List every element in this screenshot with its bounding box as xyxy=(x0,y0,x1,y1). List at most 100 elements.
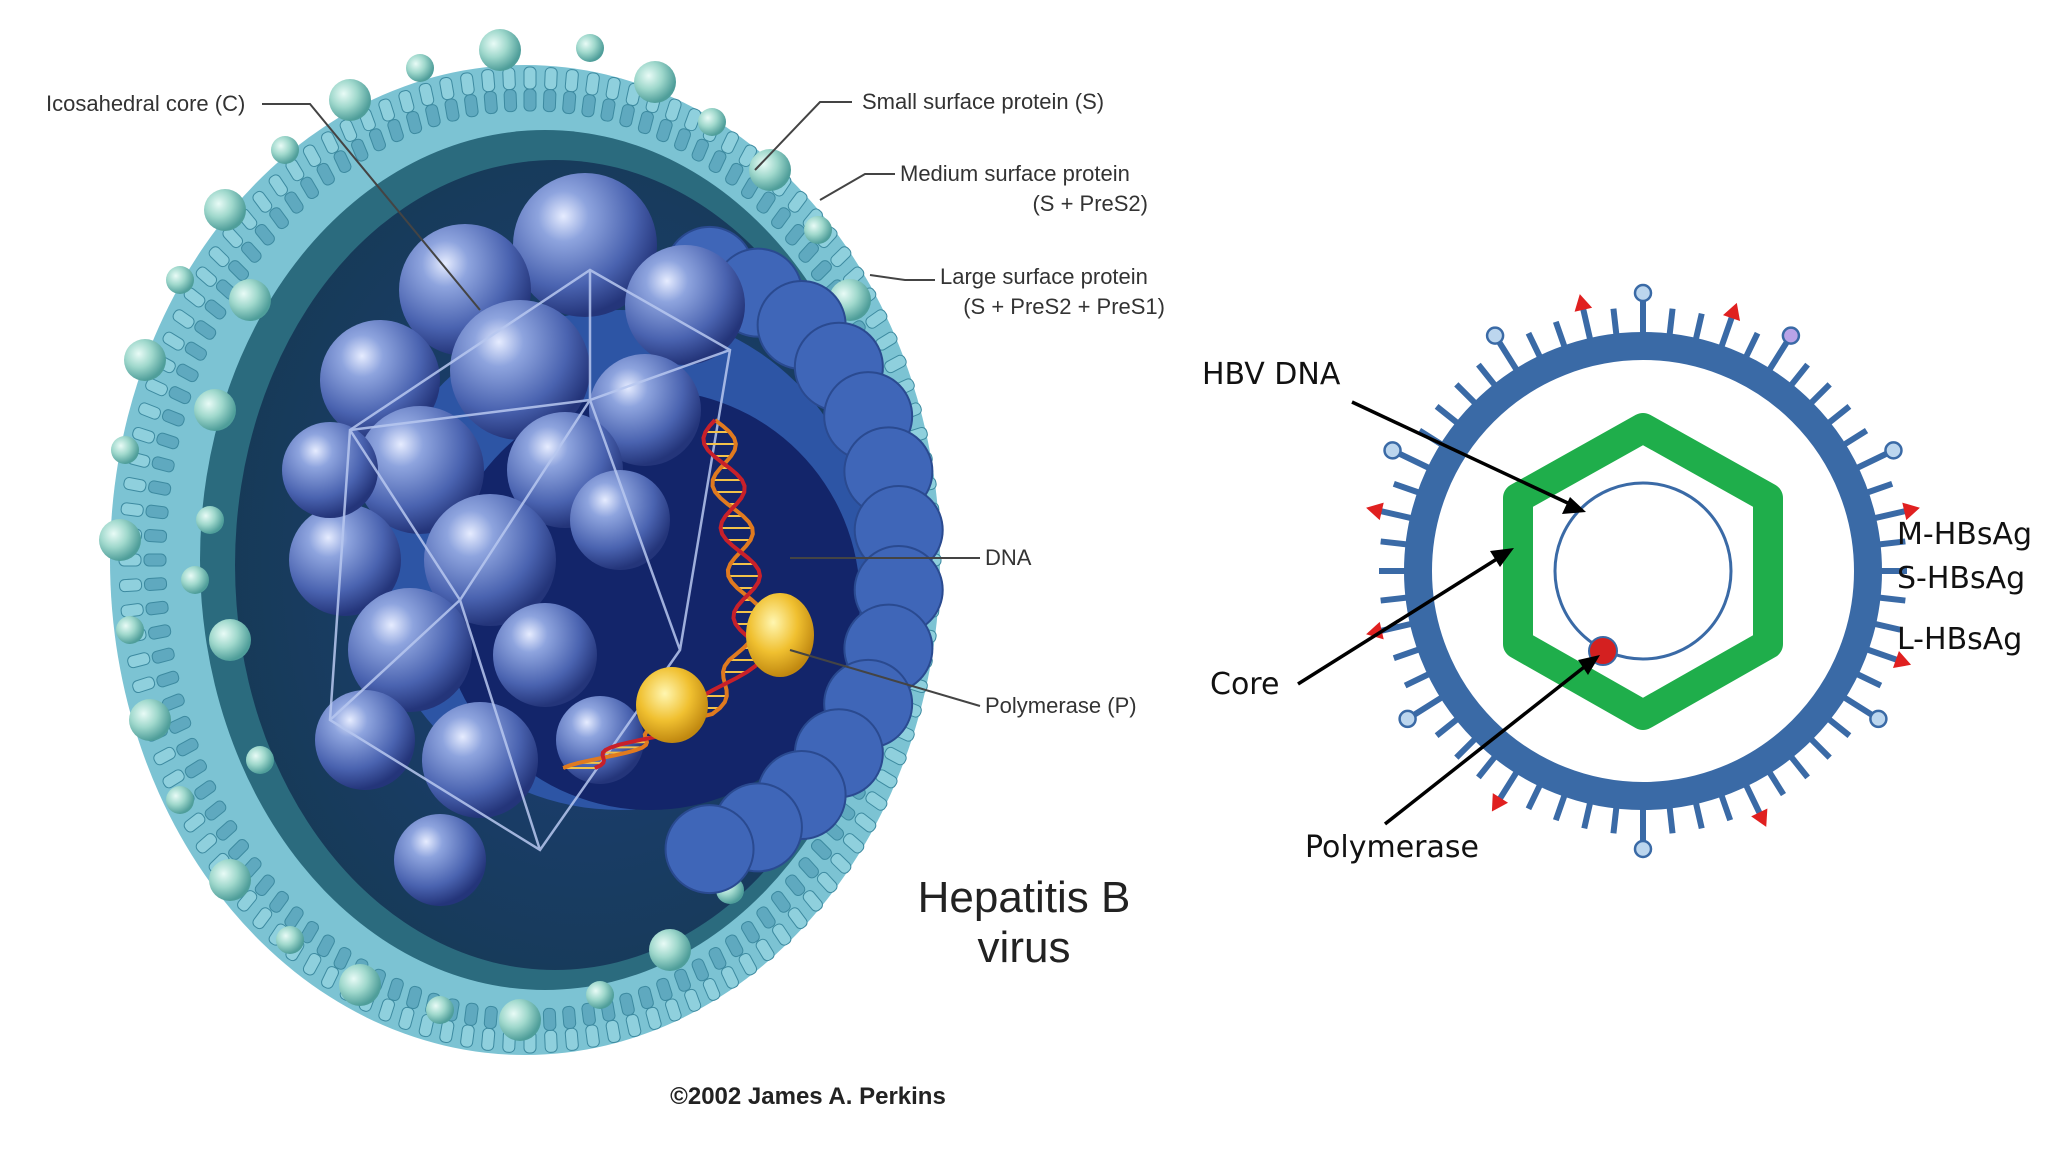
envelope-stud xyxy=(143,577,168,591)
surface-antigen-spikes xyxy=(1366,283,1920,859)
label-l-hbsag: L-HBsAg xyxy=(1897,622,2022,657)
surface-spike xyxy=(1743,784,1764,818)
schematic-core-hexagon xyxy=(1503,413,1783,730)
envelope-stud xyxy=(756,906,776,929)
envelope-stud xyxy=(176,363,199,383)
envelope-stud xyxy=(787,907,808,930)
envelope-stud xyxy=(151,647,175,664)
envelope-stud xyxy=(368,128,386,152)
envelope-stud xyxy=(562,90,577,115)
envelope-stud xyxy=(127,652,151,669)
envelope-stud xyxy=(802,890,823,912)
l-hbsag-triangle xyxy=(1723,302,1741,322)
leader-polymerase xyxy=(789,649,981,707)
envelope-stud xyxy=(151,456,175,473)
surface-protein-knob xyxy=(194,389,236,431)
surface-spike xyxy=(1789,362,1810,387)
l-hbsag-triangle xyxy=(1574,294,1593,312)
surface-spike xyxy=(1743,331,1761,358)
surface-protein-knob xyxy=(204,189,246,231)
surface-spike xyxy=(1879,594,1906,604)
label-large-surface-protein-sub: (S + PreS2 + PreS1) xyxy=(963,294,1165,319)
envelope-stud xyxy=(184,341,207,361)
surface-spike xyxy=(1380,594,1407,604)
envelope-stud xyxy=(830,852,852,874)
envelope-stud xyxy=(339,119,358,142)
leader-large-surface xyxy=(869,274,935,281)
envelope-stud xyxy=(684,988,702,1012)
surface-protein-knob xyxy=(406,54,434,82)
envelope-stud xyxy=(725,934,744,958)
envelope-stud xyxy=(194,780,217,800)
envelope-stud xyxy=(120,502,144,517)
envelope-stud xyxy=(787,190,808,213)
envelope-stud xyxy=(674,968,692,992)
envelope-stud xyxy=(183,812,206,833)
envelope-stud xyxy=(302,952,322,976)
envelope-stud xyxy=(483,90,498,115)
surface-protein-knob xyxy=(209,859,251,901)
surface-spike xyxy=(1392,480,1420,496)
surface-spike xyxy=(1879,538,1906,548)
surface-protein-knob xyxy=(749,149,791,191)
core-scallop xyxy=(664,804,755,895)
surface-protein-knob xyxy=(276,926,304,954)
envelope-stud xyxy=(241,241,262,263)
envelope-stud xyxy=(148,624,172,640)
surface-spike xyxy=(1718,313,1736,348)
label-icosahedral-core: Icosahedral core (C) xyxy=(46,91,245,116)
polymerase-blob xyxy=(636,667,708,743)
label-medium-surface-protein-sub: (S + PreS2) xyxy=(1032,191,1148,216)
envelope-stud xyxy=(143,553,167,567)
envelope-stud xyxy=(145,600,169,616)
envelope-stud xyxy=(138,402,162,420)
envelope-stud xyxy=(228,839,250,860)
surface-protein-knob xyxy=(339,964,381,1006)
envelope-stud xyxy=(865,791,888,811)
capsomere-sphere xyxy=(493,603,597,707)
leader-small-surface xyxy=(754,101,852,171)
envelope-stud xyxy=(771,207,791,230)
envelope-stud xyxy=(619,104,635,128)
surface-spike xyxy=(1718,794,1734,822)
envelope-stud xyxy=(123,476,147,493)
surface-spike xyxy=(1495,770,1519,803)
envelope-stud xyxy=(228,260,250,281)
envelope-stud xyxy=(721,966,739,989)
envelope-stud xyxy=(585,72,600,96)
icosahedral-wireframe xyxy=(328,268,732,852)
surface-protein-knob xyxy=(99,519,141,561)
surface-spike xyxy=(1866,480,1894,496)
surface-protein-knob xyxy=(586,981,614,1009)
envelope-stud xyxy=(156,670,180,688)
surface-protein-knob xyxy=(426,996,454,1024)
envelope-stud xyxy=(702,978,721,1001)
envelope-stud xyxy=(194,320,217,340)
envelope-stud xyxy=(464,94,479,118)
surface-spike xyxy=(1610,807,1620,834)
surface-spike xyxy=(1454,382,1477,405)
surface-protein-knob xyxy=(209,619,251,661)
capsomere-sphere xyxy=(282,422,378,518)
envelope-stud xyxy=(268,174,288,197)
l-hbsag-triangle xyxy=(1491,793,1509,812)
hbv-schematic: HBV DNA Core Polymerase M-HBsAg S-HBsAg … xyxy=(1202,283,2032,865)
envelope-stud xyxy=(269,890,289,913)
envelope-stud xyxy=(725,162,744,186)
envelope-stud xyxy=(145,378,168,397)
envelope-stud xyxy=(300,176,319,200)
envelope-stud xyxy=(523,66,537,90)
envelope-stud xyxy=(708,947,727,970)
surface-spike xyxy=(1809,737,1832,760)
envelope-stud xyxy=(503,89,518,113)
surface-spike xyxy=(1827,717,1852,738)
envelope-stud xyxy=(460,72,475,96)
surface-spike xyxy=(1767,770,1786,797)
arrow-hbv-dna xyxy=(1351,400,1573,507)
arrow-polymerase xyxy=(1383,662,1590,826)
leader-icosahedral-core xyxy=(262,103,481,311)
label-small-surface-protein: Small surface protein (S) xyxy=(862,89,1104,114)
envelope-stud xyxy=(284,191,304,214)
envelope-stud xyxy=(542,1007,557,1031)
surface-protein-knob xyxy=(649,929,691,971)
